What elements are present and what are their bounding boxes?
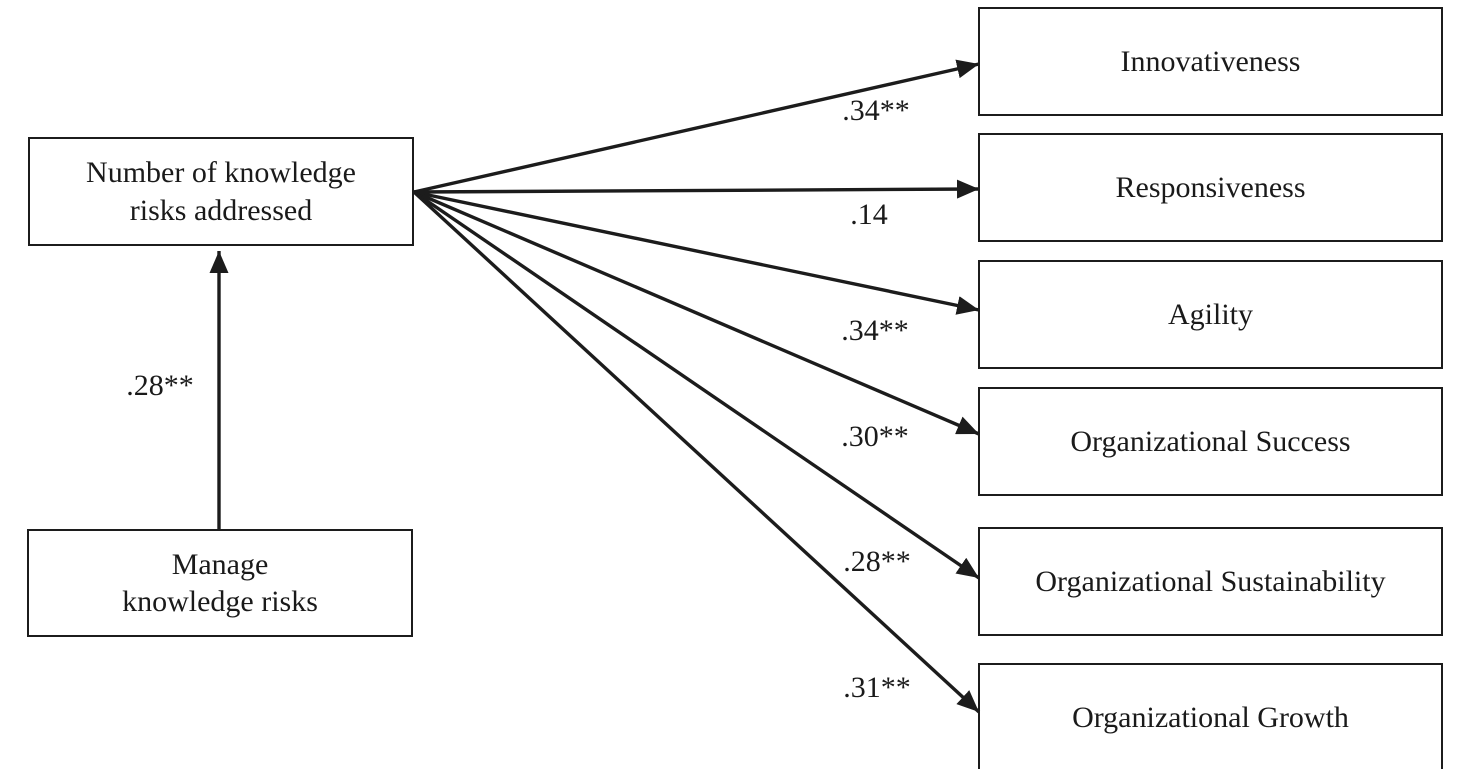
node-innovativeness: Innovativeness [978,7,1443,116]
path-coefficient-innovativeness: .34** [842,94,910,127]
arrow-to-responsiveness [413,179,980,199]
node-label: Responsiveness [1115,170,1306,204]
node-number-of-knowledge-risks-addressed: Number of knowledge risks addressed [28,137,414,246]
node-organizational-success: Organizational Success [978,387,1443,496]
node-responsiveness: Responsiveness [978,133,1443,242]
path-coefficient-organizational-sustainability: .28** [843,545,911,578]
path-coefficient-organizational-growth: .31** [843,671,911,704]
path-coefficient-organizational-success: .30** [841,420,909,453]
node-label: Organizational Success [1070,424,1351,458]
node-organizational-growth: Organizational Growth [978,663,1443,769]
node-manage-knowledge-risks: Manage knowledge risks [27,529,413,637]
node-label: Organizational Growth [1072,700,1349,734]
path-coefficient-manage-to-number: .28** [126,369,194,402]
arrow-to-agility [413,190,980,315]
path-coefficient-responsiveness: .14 [850,198,888,231]
node-label: Number of knowledge risks addressed [86,156,356,227]
path-coefficient-agility: .34** [841,314,909,347]
node-label: Innovativeness [1120,44,1301,78]
node-label: Manage knowledge risks [122,547,318,618]
node-label: Organizational Sustainability [1035,564,1386,598]
arrow-to-organizational-sustainability [413,190,980,580]
arrow-to-organizational-success [413,190,980,436]
node-label: Agility [1167,297,1253,331]
node-agility: Agility [978,260,1443,369]
node-organizational-sustainability: Organizational Sustainability [978,527,1443,636]
arrow-to-innovativeness [413,59,980,194]
